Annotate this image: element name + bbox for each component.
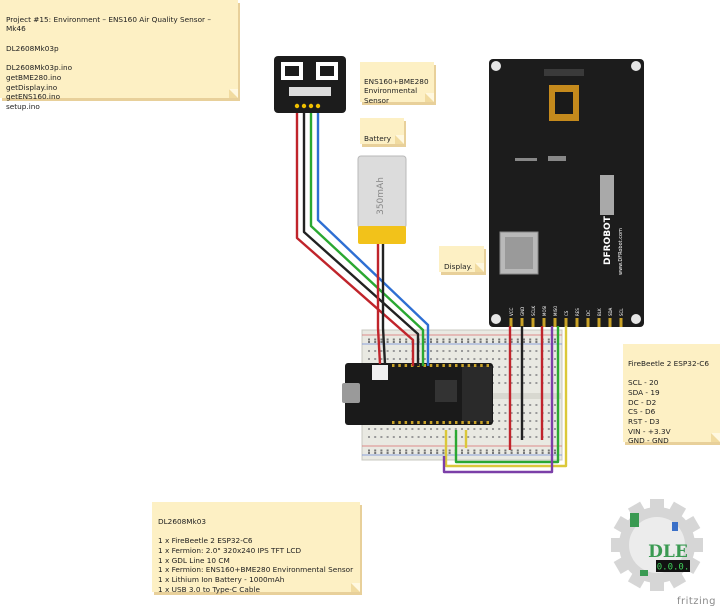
display-pin-label: MISO [553,306,558,316]
pin-mapping-note-text: FireBeetle 2 ESP32-C6 SCL - 20 SDA - 19 … [628,358,709,446]
wire-sensor-gnd [302,112,420,366]
display-note: Display. [439,246,484,272]
display-pin-label: GND [520,307,525,316]
wire-sensor-scl [316,112,430,366]
wire-disp-sclk [444,326,568,468]
display-pin-label: VCC [509,307,514,316]
display-pin-label: SDA [608,307,613,316]
display-url: www.DFRobot.com [618,228,624,275]
wire-disp-res [442,326,554,474]
display-pin-label: MOSI [542,306,547,316]
logo-display-digits: 0.0.0. [657,563,690,573]
display-pin-label: BLK [597,308,602,316]
wire-sensor-vcc [295,112,415,366]
sensor-note-text: ENS160+BME280 Environmental Sensor [364,76,429,106]
display-pin-label: RES [575,308,580,316]
lithium-battery: 350mAh [357,155,407,244]
bom-note-text: DL2608Mk03 1 x FireBeetle 2 ESP32-C6 1 x… [158,516,354,594]
wire-battery-black [381,244,387,365]
display-pin-label: DC [586,310,591,316]
sensor-note: ENS160+BME280 Environmental Sensor [360,62,434,106]
wires [295,112,568,474]
display-pin-header: VCC GND SCLK MOSI MISO CS RES DC BLK SDA SCL [509,305,624,327]
wire-battery-red [376,244,382,365]
firebeetle-esp32-c6 [342,363,493,425]
bom-note: DL2608Mk03 1 x FireBeetle 2 ESP32-C6 1 x… [152,502,360,594]
fritzing-watermark: fritzing [676,596,716,607]
display-pin-label: SCLK [531,305,536,316]
display-brand: DFROBOT [603,215,613,265]
battery-capacity-label: 350mAh [376,177,386,215]
pin-mapping-note: FireBeetle 2 ESP32-C6 SCL - 20 SDA - 19 … [623,344,720,445]
wire-disp-dc [454,326,560,464]
display-note-text: Display. [444,261,473,271]
display-module: DFROBOT www.DFRobot.com VCC GND SCLK MOSI MI… [489,59,644,327]
project-note: Project #15: Environment – ENS160 Air Qu… [0,0,238,111]
ens160-bme280-sensor [274,56,346,113]
battery-note-text: Battery [364,133,392,143]
display-pin-label: CS [564,310,569,316]
display-pin-label: SCL [619,308,624,316]
project-note-text: Project #15: Environment – ENS160 Air Qu… [6,14,212,112]
wire-sensor-sda [309,112,425,366]
battery-note: Battery [360,118,404,144]
logo-text: DLE [648,542,688,562]
dle-logo: DLE 0.0.0. [611,499,703,591]
